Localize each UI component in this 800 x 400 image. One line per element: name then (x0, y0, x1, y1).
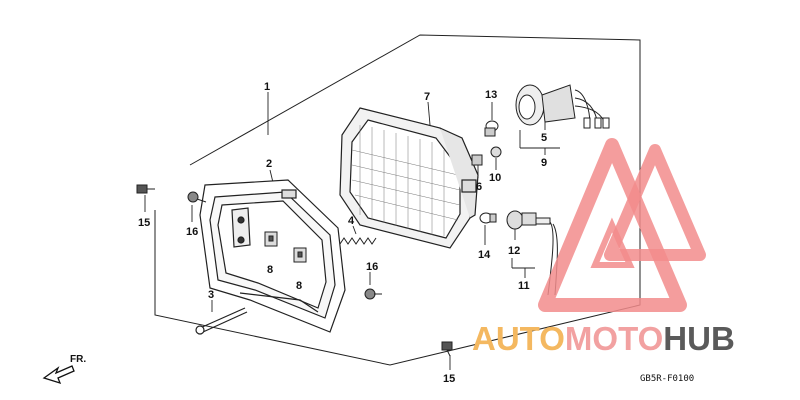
watermark-text: AUTOMOTOHUB (472, 320, 735, 357)
screw-a (136, 184, 155, 194)
callout-3: 3 (208, 289, 214, 301)
adjusting-spring (339, 237, 377, 245)
clip-nut-a (264, 231, 278, 247)
front-direction-indicator: FR. (42, 354, 86, 385)
callout-16a: 16 (186, 226, 198, 238)
socket-clip (471, 154, 483, 166)
callout-1: 1 (264, 81, 270, 93)
callout-8b: 8 (296, 280, 302, 292)
callout-8a: 8 (267, 264, 273, 276)
screw-b (441, 341, 453, 357)
callout-15b: 15 (443, 373, 455, 385)
position-bulb (479, 212, 497, 224)
callout-14: 14 (478, 249, 491, 261)
clip-nut-b (293, 247, 307, 263)
screw-c (187, 191, 207, 203)
diagram-code: GB5R-F0100 (640, 374, 694, 384)
callout-labels: 1 2 3 4 5 6 7 8 8 9 10 11 12 13 14 15 15… (138, 81, 547, 385)
callout-4: 4 (348, 215, 355, 227)
watermark-part-moto: MOTO (565, 320, 663, 357)
bulb-socket (515, 84, 610, 129)
front-arrow-icon (42, 365, 75, 385)
callout-16b: 16 (366, 261, 378, 273)
watermark-part-auto: AUTO (472, 320, 565, 357)
screw-d (364, 288, 382, 300)
adjusting-screw (195, 307, 248, 335)
grommet (490, 146, 502, 158)
callout-6: 6 (476, 181, 482, 193)
headlight-unit (339, 107, 479, 249)
headlight-bulb (484, 120, 499, 137)
callout-12: 12 (508, 245, 520, 257)
callout-13: 13 (485, 89, 497, 101)
position-socket (506, 210, 558, 296)
front-label: FR. (70, 354, 86, 365)
callout-7: 7 (424, 91, 430, 103)
callout-11: 11 (518, 280, 530, 292)
callout-15a: 15 (138, 217, 150, 229)
callout-2: 2 (266, 158, 272, 170)
callout-10: 10 (489, 172, 501, 184)
callout-5: 5 (541, 132, 547, 144)
callout-9: 9 (541, 157, 547, 169)
watermark-part-hub: HUB (663, 320, 735, 357)
headlight-rim (199, 179, 346, 333)
watermark-logo-icon (538, 138, 706, 312)
